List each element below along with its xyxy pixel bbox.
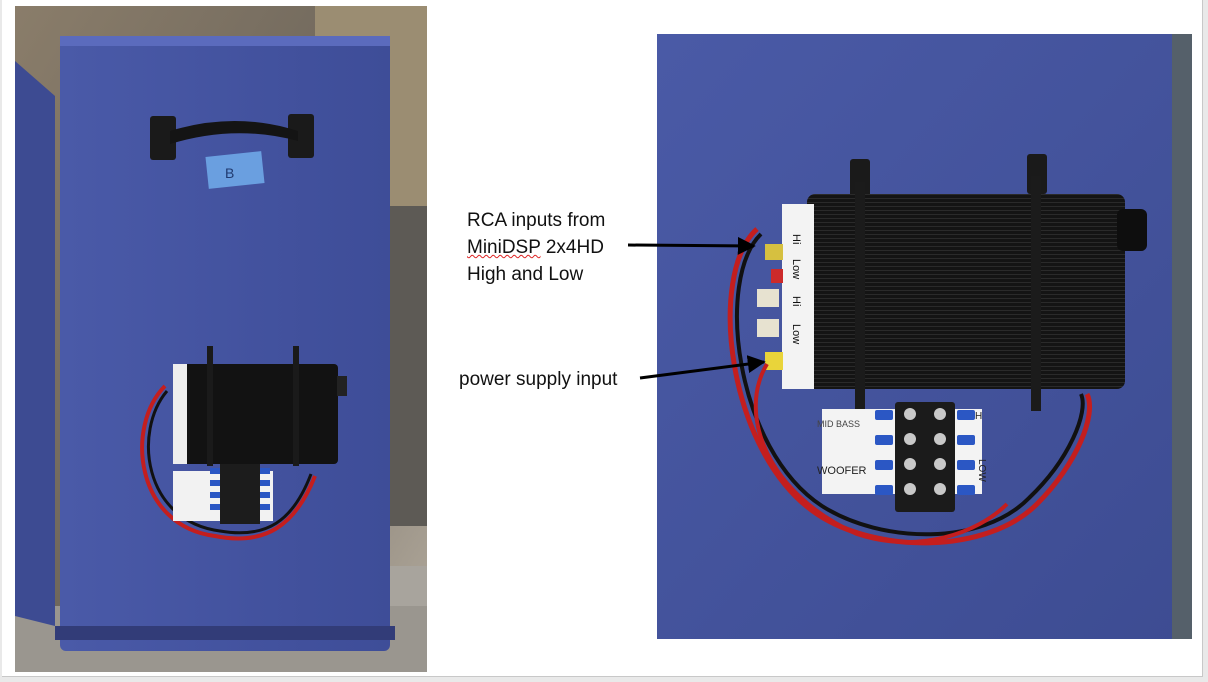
amp-label-hi-2: Hi	[790, 296, 802, 306]
speaker-cabinet-illustration: B	[15, 6, 427, 672]
rca-callout-model: 2x4HD	[540, 237, 604, 258]
terminal-label-low: LOW	[976, 459, 987, 482]
rca-callout-line2: MiniDSP 2x4HD	[467, 234, 605, 261]
terminal-label-woofer: WOOFER	[817, 465, 867, 477]
power-supply-callout: power supply input	[459, 369, 618, 390]
amplifier-closeup-illustration: Hi Low Hi Low WOOFER MID BASS H LOW	[657, 34, 1192, 639]
terminal-label-midbass: MID BASS	[817, 419, 860, 429]
amp-label-hi-1: Hi	[790, 234, 802, 244]
rca-callout-minidsp: MiniDSP	[467, 237, 541, 258]
terminal-label-hi: H	[975, 411, 982, 422]
rca-callout-line1: RCA inputs from	[467, 210, 606, 231]
amp-label-low-1: Low	[790, 259, 802, 279]
rca-inputs-callout: RCA inputs from MiniDSP 2x4HD High and L…	[467, 207, 605, 288]
speaker-cabinet-photo: B	[15, 6, 427, 672]
tape-label: B	[225, 165, 234, 181]
amp-label-low-2: Low	[790, 324, 802, 344]
amplifier-closeup-photo: Hi Low Hi Low WOOFER MID BASS H LOW	[657, 34, 1192, 639]
rca-callout-line3: High and Low	[467, 264, 584, 285]
